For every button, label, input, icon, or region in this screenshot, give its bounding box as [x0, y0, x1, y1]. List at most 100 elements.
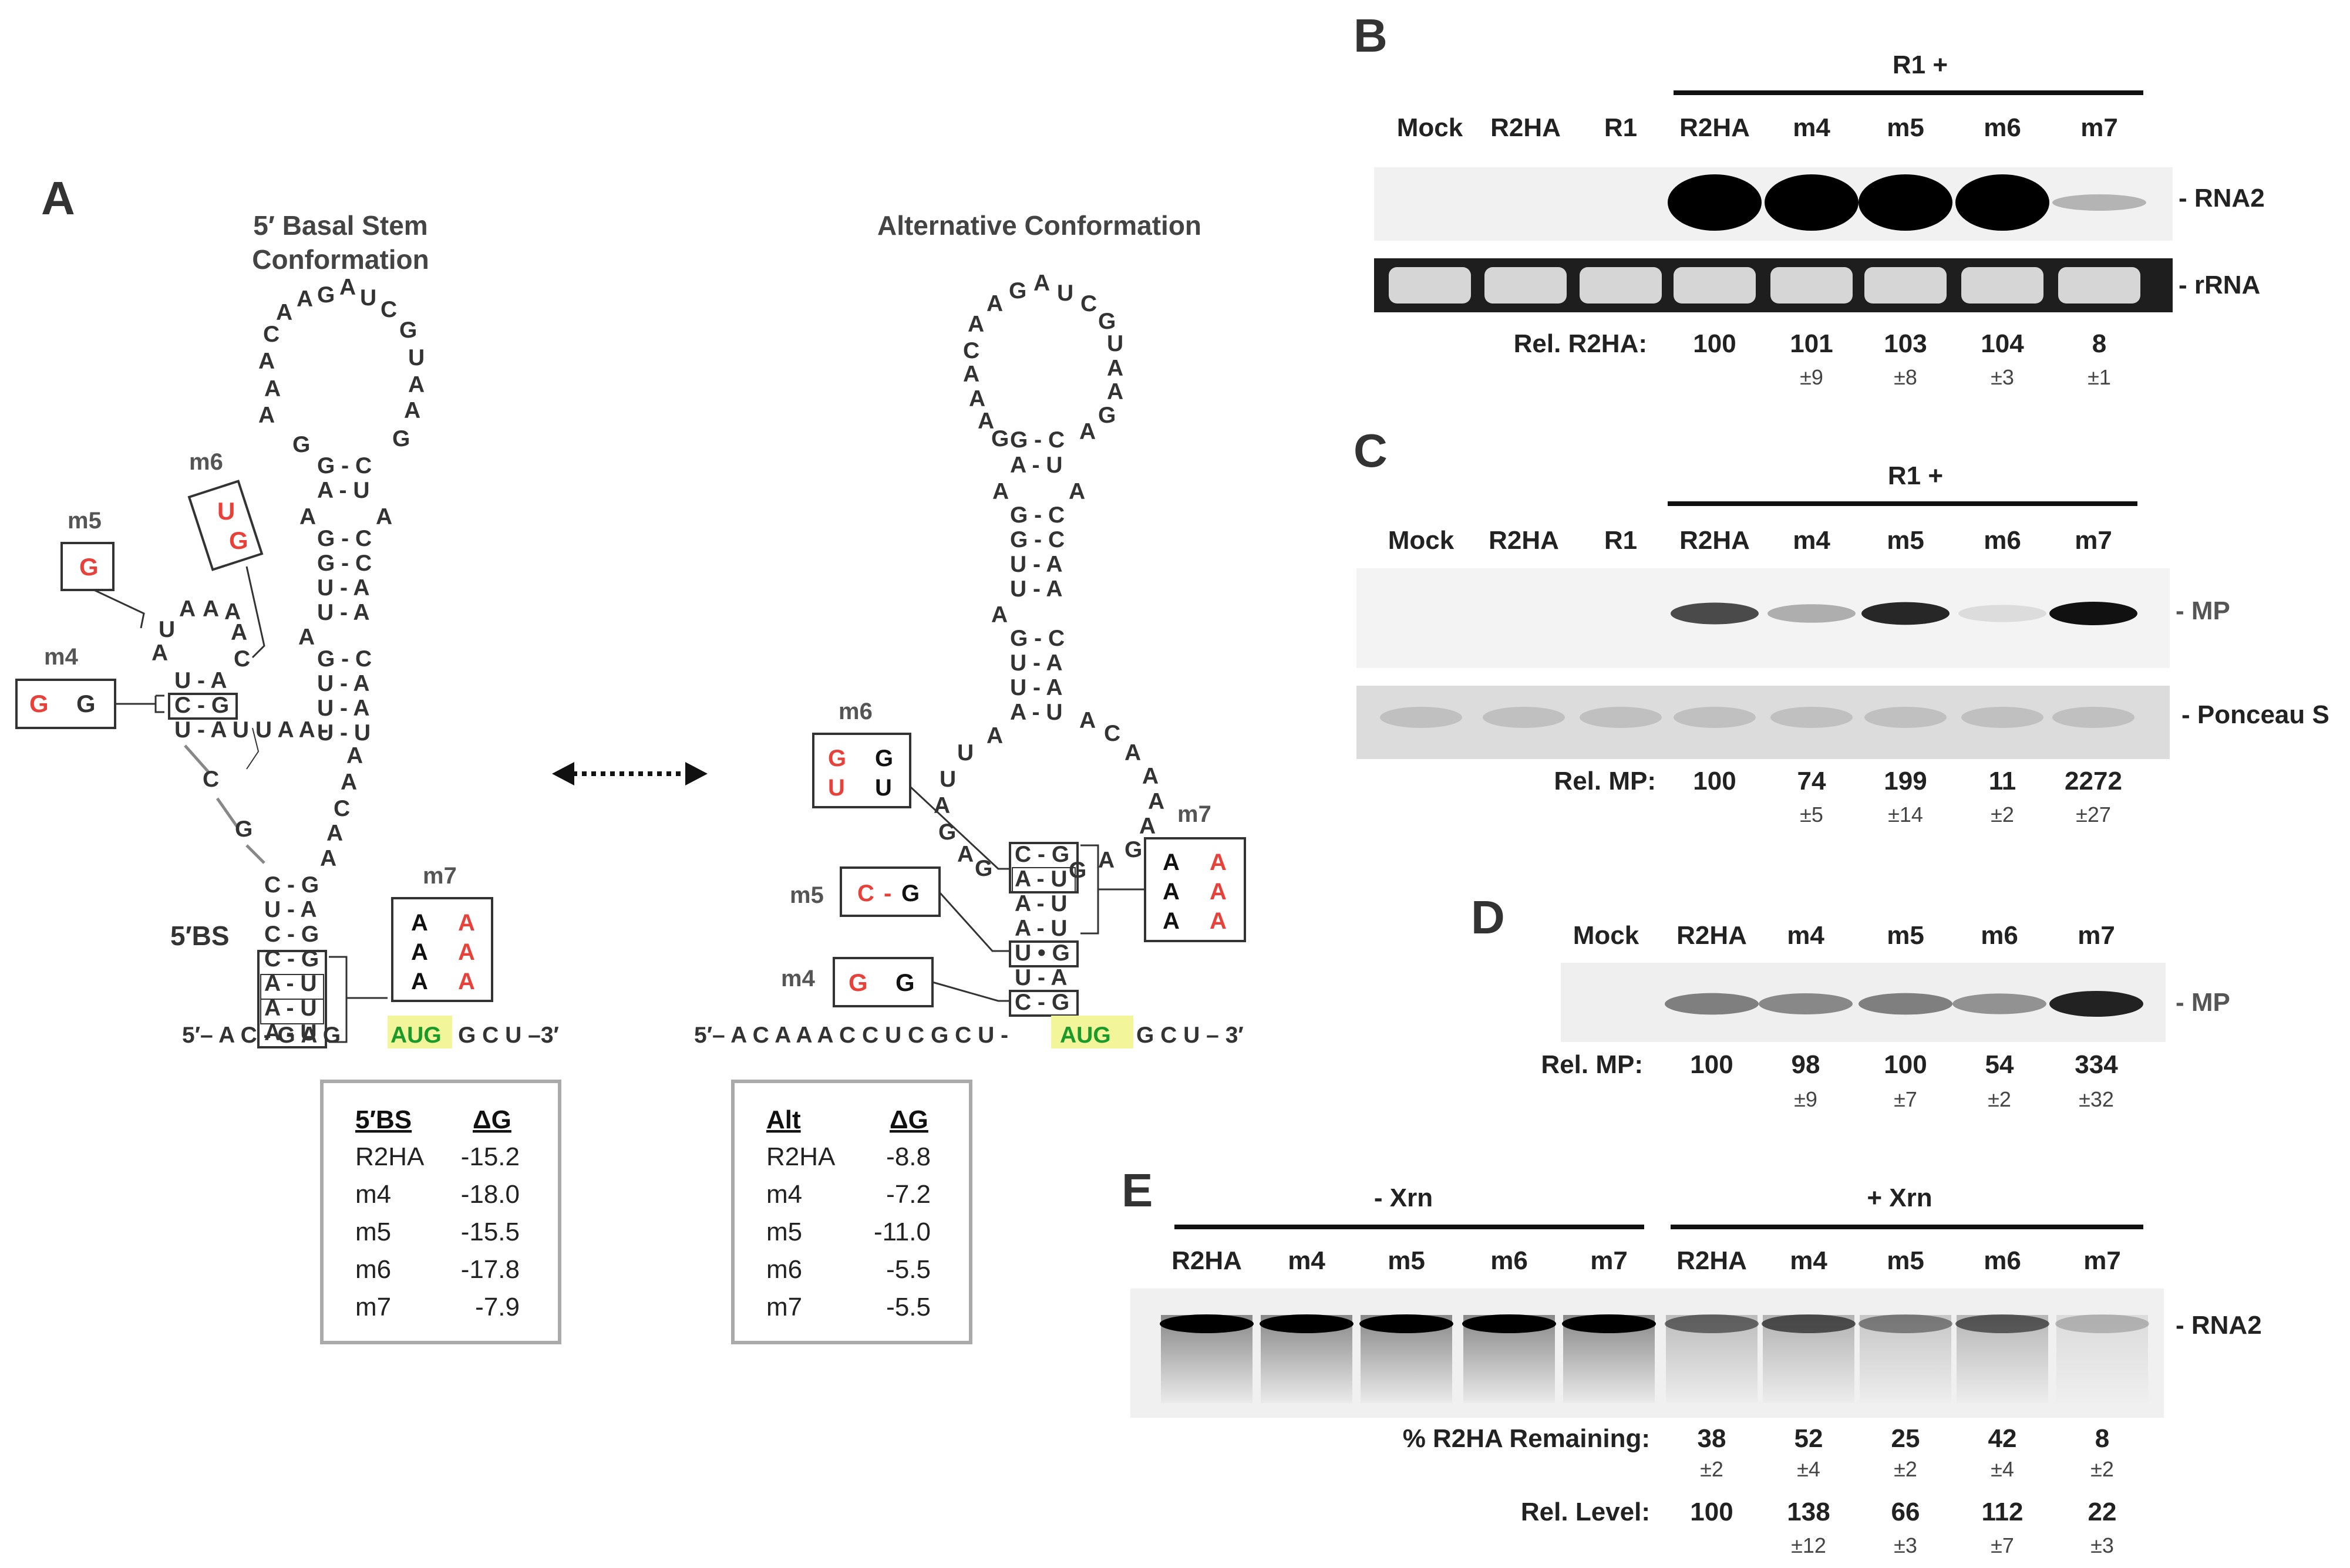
remain-sd: ±2 [1894, 1457, 1917, 1481]
svg-text:A: A [978, 409, 994, 434]
basal-m4-nt1: G [29, 690, 49, 717]
svg-text:U - A: U - A [1015, 965, 1068, 990]
mp-band [1759, 993, 1853, 1014]
alt-lower-stem: C - G A - U A - U A - U U • G U - A C - … [1009, 842, 1079, 1017]
alt-m6-nt: G [875, 746, 893, 771]
alt-aug-highlight [1051, 1016, 1133, 1048]
lane-label: m5 [1887, 1246, 1924, 1275]
rna2-smear [2056, 1315, 2148, 1403]
svg-text:A: A [231, 620, 247, 645]
svg-text:A: A [991, 602, 1008, 628]
svg-text:C - G: C - G [1015, 990, 1069, 1015]
rel-sd: ±2 [1991, 802, 2014, 827]
lane-label: m6 [1984, 113, 2021, 142]
svg-text:G: G [317, 282, 335, 308]
rna2-band [1462, 1314, 1556, 1333]
ponceau-band [1864, 707, 1947, 728]
svg-text:A: A [1148, 789, 1164, 814]
alt-table-header2: ΔG [890, 1105, 928, 1134]
lane-label: m7 [1590, 1246, 1628, 1275]
svg-text:A - U: A - U [264, 971, 317, 996]
svg-text:U - U: U - U [317, 720, 371, 746]
svg-text:U - A: U - A [317, 575, 370, 601]
lane-label: m4 [1793, 526, 1830, 555]
basal-m7-box: m7 A A A A A A [391, 863, 493, 1002]
alt-m7-nt: A [1163, 879, 1180, 905]
svg-text:A: A [1069, 479, 1085, 504]
mp-band [1859, 993, 1952, 1015]
remain-sd: ±2 [2090, 1457, 2114, 1481]
basal-m7-nt: A [458, 910, 475, 936]
ponceau-band [1380, 707, 1462, 728]
basal-m6-label: m6 [189, 449, 223, 475]
rna2-band [1955, 174, 2049, 231]
svg-text:U - A: U - A [317, 696, 370, 721]
alt-m7-nt: A [1163, 849, 1180, 875]
lane-label: m6 [1984, 526, 2021, 555]
panel-d-rel-label: Rel. MP: [1541, 1050, 1643, 1079]
lane-label: m4 [1793, 113, 1830, 142]
panel-e-letter: E [1122, 1164, 1153, 1216]
basal-m7-nt: A [458, 939, 475, 965]
basal-table-header2: ΔG [473, 1105, 511, 1134]
lane-label: m7 [2075, 526, 2112, 555]
svg-text:C: C [334, 796, 350, 821]
rrna-band [1674, 267, 1756, 304]
alt-table-header1: Alt [766, 1105, 801, 1134]
alt-m7-nt: A [1210, 908, 1227, 934]
rel-sd: ±27 [2076, 802, 2111, 827]
basal-seq-tail: G C U –3′ [458, 1023, 559, 1048]
svg-text:G: G [975, 856, 992, 881]
panel-b-letter: B [1354, 9, 1388, 62]
rel-value: 199 [1884, 767, 1927, 795]
svg-text:C - G: C - G [264, 872, 319, 898]
remain-sd: ±4 [1991, 1457, 2014, 1481]
basal-table-header1: 5′BS [355, 1105, 412, 1134]
ponceau-band [1770, 707, 1853, 728]
label-5bs: 5′BS [170, 920, 230, 951]
svg-text:U: U [957, 740, 974, 766]
lane-label: Mock [1573, 921, 1639, 950]
svg-text:A: A [320, 846, 336, 871]
basal-aug-highlight [388, 1016, 452, 1048]
mp-band [1671, 602, 1759, 625]
alt-m6-nt: U [875, 775, 892, 801]
alt-m7-box: m7 A A A A A A [1080, 801, 1246, 942]
basal-m7-nt: A [411, 910, 428, 936]
basal-title-line1: 5′ Basal Stem [253, 210, 427, 241]
rel-value: 11 [1989, 767, 2016, 795]
svg-text:A: A [339, 275, 356, 300]
dg-row-value: -15.2 [461, 1142, 520, 1171]
mp-band [1767, 604, 1856, 623]
svg-text:G: G [1098, 403, 1116, 428]
svg-text:U - A: U - A [317, 600, 370, 625]
rrna-band [1484, 267, 1567, 304]
rrna-band [1580, 267, 1662, 304]
svg-text:G: G [1098, 309, 1116, 334]
svg-text:G: G [938, 820, 956, 845]
svg-text:A: A [346, 743, 363, 768]
svg-text:A: A [298, 625, 315, 650]
rna2-band [2055, 1314, 2149, 1333]
svg-text:A: A [264, 376, 281, 402]
mp-band [1665, 993, 1759, 1015]
svg-text:A: A [1033, 271, 1050, 296]
rna2-band [2052, 194, 2146, 211]
panel-c-ponceau-label: - Ponceau S [2181, 700, 2329, 729]
svg-text:A - U: A - U [264, 1020, 317, 1046]
svg-text:A: A [968, 312, 984, 337]
alt-m4-label: m4 [781, 966, 816, 992]
lane-label: R2HA [1679, 113, 1750, 142]
lane-label: Mock [1397, 113, 1463, 142]
svg-text:A: A [969, 386, 985, 412]
remain-value: 25 [1891, 1424, 1920, 1453]
basal-internal-loop: U A A A A C A U - A C - G U - A U U A A … [151, 596, 328, 770]
rel-value: 138 [1787, 1498, 1830, 1526]
panel-c-group-label: R1 + [1888, 461, 1943, 490]
alt-seq-tail: G C U – 3′ [1136, 1023, 1244, 1048]
svg-text:A - U: A - U [1015, 891, 1068, 916]
basal-aug-codon: AUG [390, 1023, 442, 1048]
